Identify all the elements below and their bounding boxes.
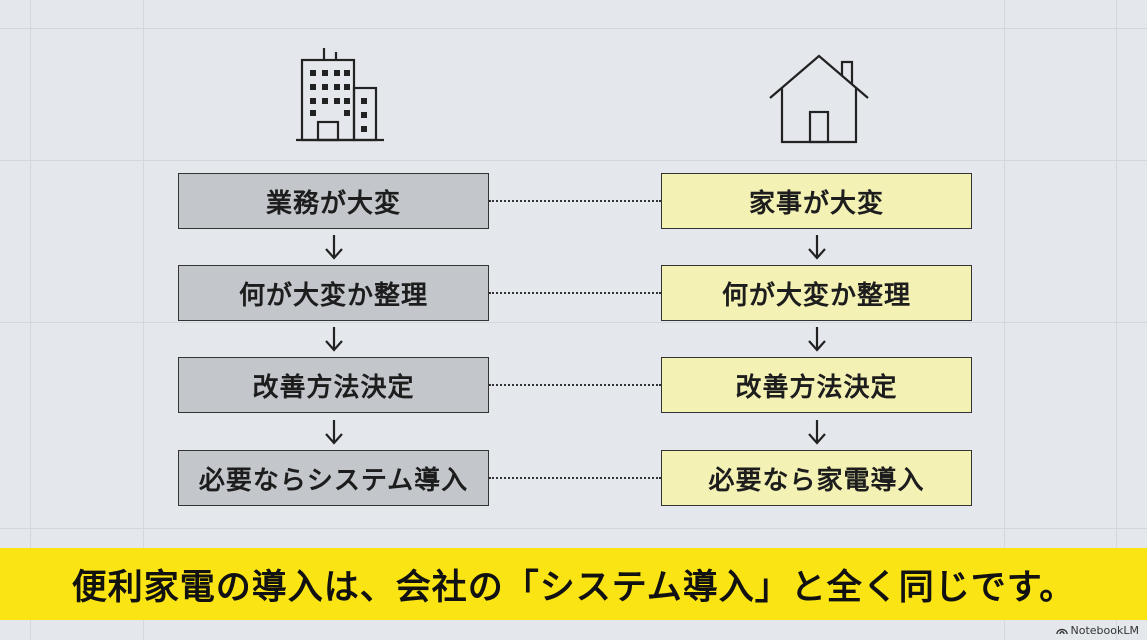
grid-line: [143, 0, 144, 640]
grid-line: [0, 160, 1147, 161]
down-arrow-icon: [808, 420, 826, 445]
watermark-label: NotebookLM: [1070, 624, 1139, 637]
grid-line: [0, 28, 1147, 29]
dotted-connector: [489, 200, 661, 204]
right-step-1: 家事が大変: [661, 173, 972, 229]
house-icon: [769, 54, 869, 144]
left-step-2: 何が大変か整理: [178, 265, 489, 321]
right-step-2: 何が大変か整理: [661, 265, 972, 321]
grid-line: [0, 528, 1147, 529]
watermark: NotebookLM: [1055, 624, 1139, 637]
notebooklm-logo-icon: [1055, 628, 1068, 635]
grid-line: [1004, 0, 1005, 640]
left-step-4: 必要ならシステム導入: [178, 450, 489, 506]
down-arrow-icon: [325, 327, 343, 352]
dotted-connector: [489, 384, 661, 388]
left-step-3: 改善方法決定: [178, 357, 489, 413]
right-step-4: 必要なら家電導入: [661, 450, 972, 506]
down-arrow-icon: [325, 235, 343, 260]
down-arrow-icon: [325, 420, 343, 445]
right-step-3: 改善方法決定: [661, 357, 972, 413]
caption-banner: 便利家電の導入は、会社の「システム導入」と全く同じです。: [0, 548, 1147, 620]
caption-text: 便利家電の導入は、会社の「システム導入」と全く同じです。: [71, 567, 1076, 608]
grid-line: [0, 322, 1147, 323]
down-arrow-icon: [808, 327, 826, 352]
dotted-connector: [489, 292, 661, 296]
office-building-icon: [296, 48, 384, 142]
dotted-connector: [489, 477, 661, 481]
grid-line: [30, 0, 31, 640]
left-step-1: 業務が大変: [178, 173, 489, 229]
grid-line: [1116, 0, 1117, 640]
down-arrow-icon: [808, 235, 826, 260]
